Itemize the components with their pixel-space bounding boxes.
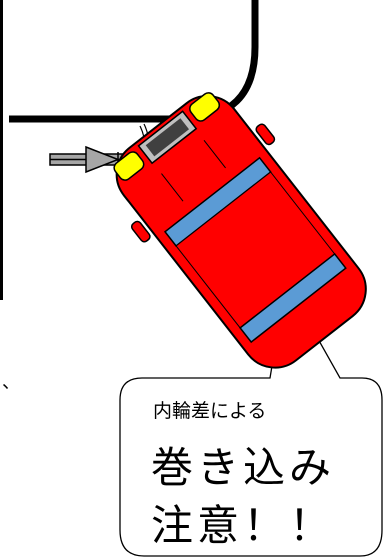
stray-mark: 、 [2, 372, 20, 393]
callout-subtitle: 内輪差による [153, 400, 267, 422]
callout-warning-line2: 注意！！ [151, 501, 336, 550]
callout-warning-line1: 巻き込み [151, 443, 336, 492]
car-topdown-icon [113, 92, 367, 369]
left-edge-bar [0, 0, 3, 300]
speech-bubble [119, 280, 383, 557]
